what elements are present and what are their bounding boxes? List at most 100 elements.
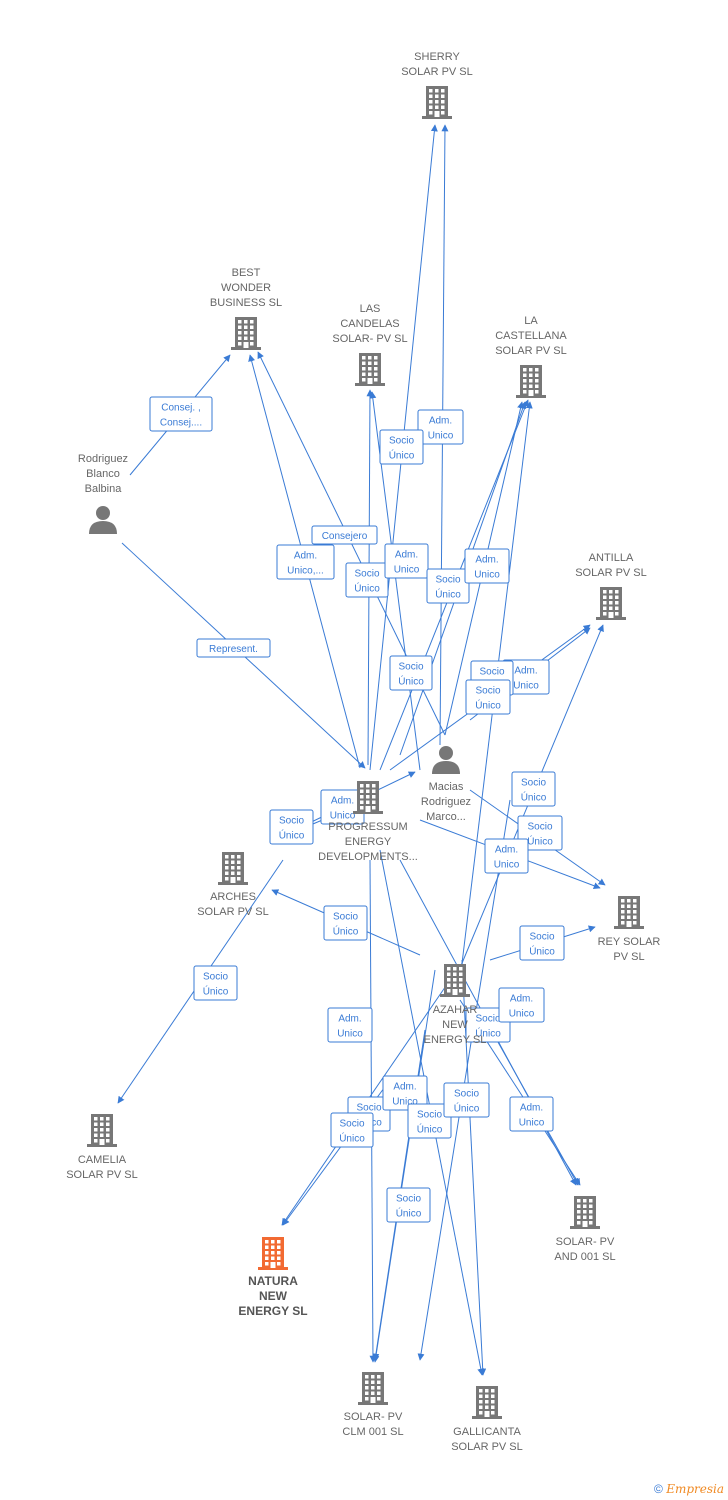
node-label: AZAHAR bbox=[433, 1004, 478, 1016]
edge-label-text: Único bbox=[529, 945, 555, 958]
edge-label[interactable]: Adm. Unico bbox=[320, 789, 365, 825]
node-label: CAMELIA bbox=[78, 1154, 127, 1166]
node-label: BUSINESS SL bbox=[210, 297, 282, 309]
edge-label-text: Socio bbox=[354, 569, 379, 580]
edge-label-box bbox=[498, 987, 545, 1023]
node-label: WONDER bbox=[221, 282, 271, 294]
edge-label-text: Adm. bbox=[495, 845, 518, 856]
edge-label-box bbox=[382, 1075, 428, 1111]
edge-label-text: Socio bbox=[396, 1194, 421, 1205]
edge-label-text: Unico bbox=[474, 570, 500, 581]
node-label: ENERGY SL bbox=[424, 1034, 487, 1046]
node-label: CLM 001 SL bbox=[342, 1426, 403, 1438]
edge-label-box bbox=[484, 838, 529, 874]
edge-label-text: Unico bbox=[494, 860, 520, 871]
edge-label[interactable]: Adm.Unico bbox=[417, 409, 464, 445]
edge-label-text: Socio bbox=[527, 822, 552, 833]
edge-label[interactable]: Adm.Unico bbox=[384, 543, 429, 579]
building-icon bbox=[353, 781, 383, 814]
node-label: SOLAR PV SL bbox=[197, 906, 269, 918]
edge-label-text: Socio bbox=[398, 662, 423, 673]
edge-label[interactable]: Adm. Unico bbox=[484, 838, 529, 874]
edge-label[interactable]: Adm.Unico bbox=[327, 1007, 373, 1043]
edge-label-box bbox=[379, 429, 424, 465]
edge-label-text: Socio bbox=[475, 1014, 500, 1025]
node-best[interactable]: BEST WONDER BUSINESS SL bbox=[210, 267, 282, 350]
edge-label-box bbox=[519, 925, 565, 961]
edge-label-box bbox=[407, 1103, 452, 1139]
node-label: LA bbox=[524, 315, 538, 327]
node-label: ANTILLA bbox=[589, 552, 634, 564]
edge-label-box bbox=[276, 544, 335, 580]
edge-label-text: Socio bbox=[389, 436, 414, 447]
edge-label[interactable]: Adm.Unico bbox=[382, 1075, 428, 1111]
node-label: NEW bbox=[259, 1289, 288, 1303]
edge-label-text: Único bbox=[398, 675, 424, 688]
edge-label-box bbox=[465, 679, 511, 715]
edge-label[interactable]: Consej. ,Consej.... bbox=[149, 396, 213, 432]
edge-label-box bbox=[443, 1082, 490, 1118]
building-icon bbox=[231, 317, 261, 350]
edge-label-text: Unico bbox=[519, 1118, 545, 1129]
node-azahar[interactable]: AZAHAR NEW ENERGY SL bbox=[424, 964, 487, 1046]
building-icon bbox=[440, 964, 470, 997]
edge-label-text: Socio bbox=[521, 778, 546, 789]
edge-label-box bbox=[149, 396, 213, 432]
building-icon bbox=[218, 852, 248, 885]
edge-label-text: Adm. bbox=[331, 796, 354, 807]
node-label: BEST bbox=[232, 267, 261, 279]
edge-label-text: Único bbox=[339, 1132, 365, 1145]
node-label: REY SOLAR bbox=[598, 936, 661, 948]
edge-label[interactable]: Consejero bbox=[311, 525, 378, 545]
edge-label[interactable]: Represent. bbox=[196, 638, 271, 658]
node-label: Balbina bbox=[85, 483, 123, 495]
node-label: NEW bbox=[442, 1019, 468, 1031]
edge-label-text: Único bbox=[333, 925, 359, 938]
node-macias[interactable]: MaciasRodriguezMarco... bbox=[421, 746, 471, 823]
node-label: AND 001 SL bbox=[554, 1251, 615, 1263]
edge-label-text: Único bbox=[417, 1123, 443, 1136]
edge-label[interactable]: Adm.Unico bbox=[498, 987, 545, 1023]
node-label: ENERGY SL bbox=[238, 1304, 307, 1318]
edge-label-text: Consej.... bbox=[160, 418, 202, 429]
copyright-icon: © bbox=[654, 1482, 663, 1496]
edge-label[interactable]: Adm.Unico,... bbox=[276, 544, 335, 580]
node-label: NATURA bbox=[248, 1274, 298, 1288]
edge-label-text: Unico bbox=[330, 811, 356, 822]
edge-label[interactable]: Adm.Unico bbox=[464, 548, 510, 584]
building-icon bbox=[355, 353, 385, 386]
edge-label[interactable]: Adm.Unico bbox=[509, 1096, 554, 1132]
brand-name: Empresia bbox=[666, 1482, 724, 1496]
node-progressum[interactable]: PROGRESSUMENERGYDEVELOPMENTS... bbox=[318, 781, 418, 863]
edge-label-box bbox=[389, 655, 433, 691]
node-label: SOLAR PV SL bbox=[495, 345, 567, 357]
